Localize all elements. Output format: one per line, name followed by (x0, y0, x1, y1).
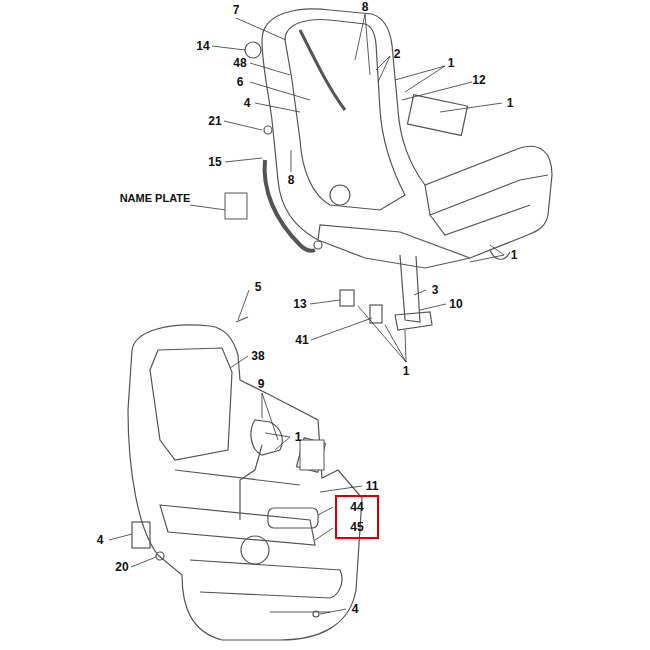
callout-number: 21 (207, 114, 222, 128)
callout-number: 4 (96, 533, 105, 547)
callout-number: 45 (350, 521, 363, 533)
decal (300, 440, 324, 470)
part-label: NAME PLATE (119, 192, 192, 205)
callout-number: 41 (294, 333, 309, 347)
callout-number: 3 (431, 283, 440, 297)
callout-number: 13 (292, 297, 307, 311)
callout-number: 38 (250, 349, 265, 363)
callout-number: 2 (393, 47, 402, 61)
callout-number: 6 (236, 75, 245, 89)
callout-number: 9 (257, 377, 266, 391)
callout-number: 4 (351, 602, 360, 616)
highlight-box: 44 45 (335, 495, 379, 539)
callout-number: 1 (447, 56, 456, 70)
callout-number: 8 (287, 173, 296, 187)
callout-number: 20 (114, 560, 129, 574)
callout-number: 1 (510, 248, 519, 262)
callout-number: 44 (350, 501, 363, 513)
callout-number: 14 (195, 39, 210, 53)
leader-lines (109, 14, 504, 614)
name-plate (225, 193, 247, 219)
base-housing (128, 317, 362, 640)
callout-number: 1 (506, 96, 515, 110)
callout-number: 4 (243, 96, 252, 110)
seat-shell (228, 9, 552, 330)
callout-number: 5 (254, 280, 263, 294)
callout-number: 1 (294, 430, 303, 444)
callout-number: 15 (207, 155, 222, 169)
callout-number: 12 (471, 73, 486, 87)
callout-number: 48 (232, 56, 247, 70)
callout-number: 8 (361, 0, 370, 14)
callout-number: 7 (232, 3, 241, 17)
callout-number: 10 (448, 297, 463, 311)
callout-number: 1 (402, 364, 411, 378)
callout-number: 11 (365, 479, 380, 493)
